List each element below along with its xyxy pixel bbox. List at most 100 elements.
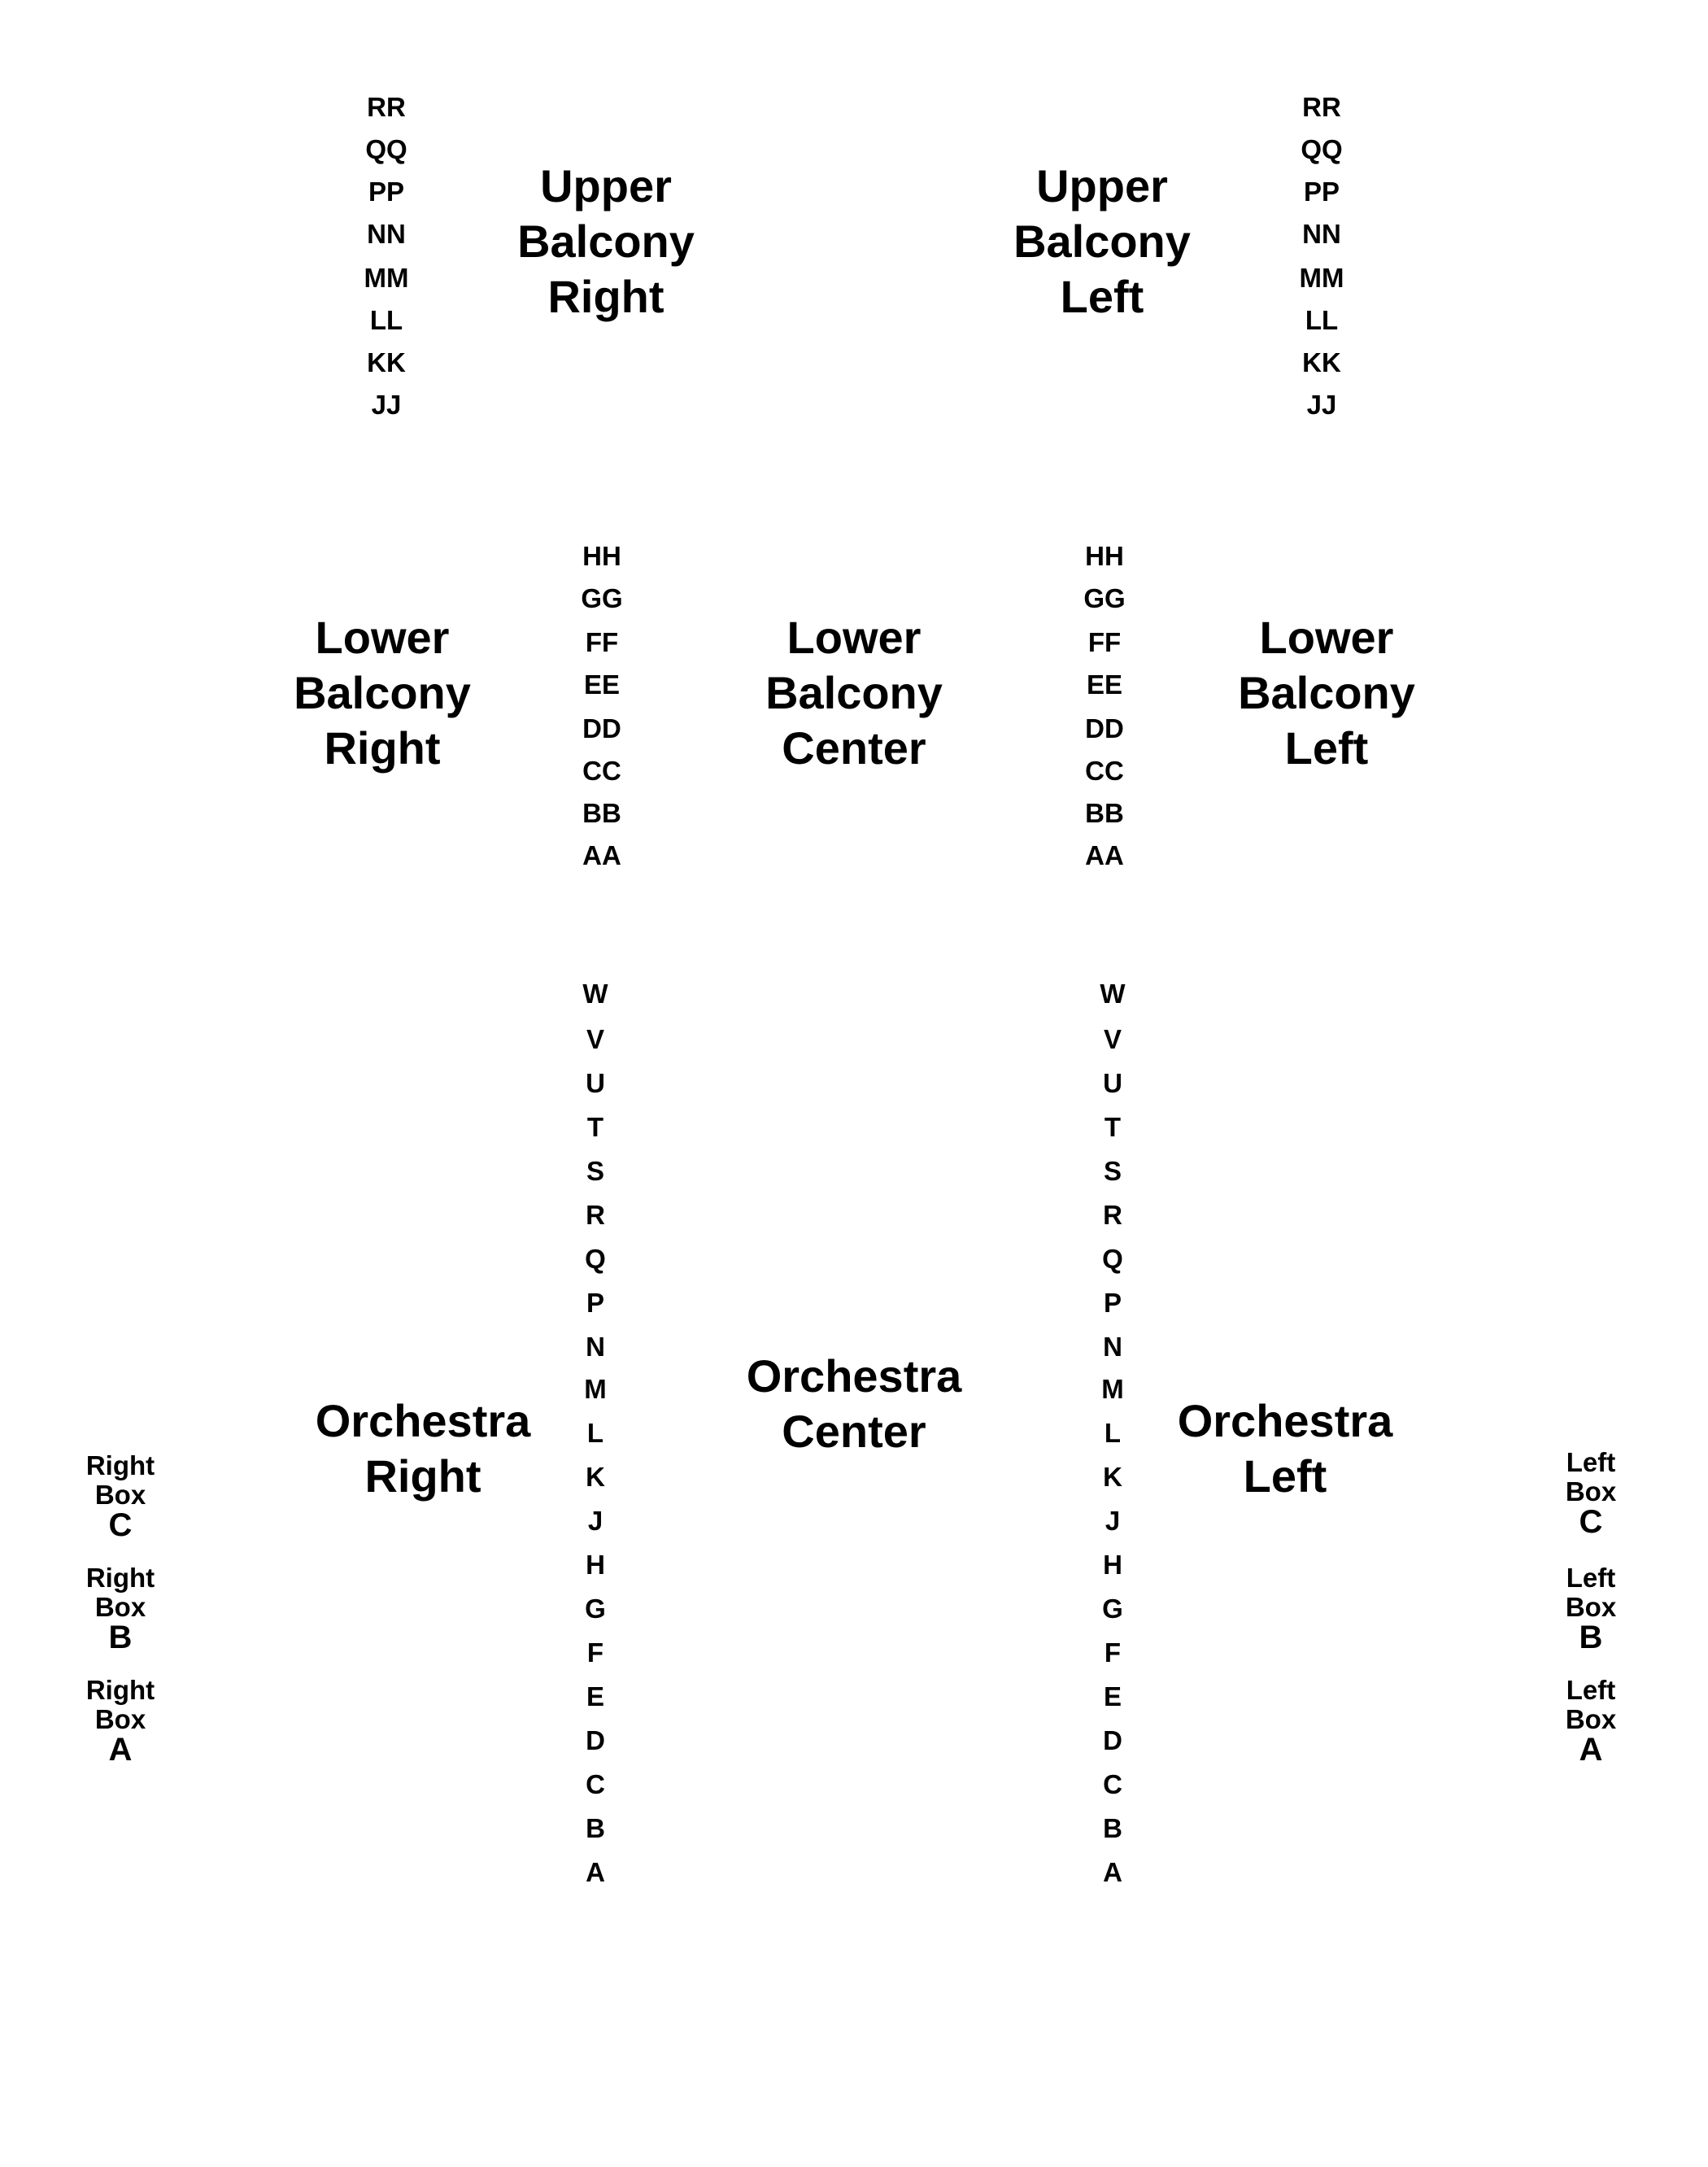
box-word-label: Box — [94, 1592, 146, 1622]
row-letter: C — [586, 1769, 605, 1799]
row-letter: T — [1104, 1112, 1122, 1142]
row-letter: F — [586, 1637, 604, 1668]
row-letter: A — [1103, 1857, 1122, 1887]
row-letter: C — [1103, 1769, 1122, 1799]
row-letter: JJ — [1306, 390, 1337, 420]
row-letter: NN — [1302, 219, 1341, 249]
row-letter: U — [586, 1068, 605, 1098]
row-letter: H — [586, 1550, 605, 1580]
box-letter-label: C — [1579, 1504, 1603, 1540]
row-letter: L — [1104, 1418, 1122, 1448]
row-letter: JJ — [371, 390, 402, 420]
box-letter-label: C — [108, 1507, 133, 1543]
row-letter: E — [1103, 1681, 1122, 1711]
box-side-label: Right — [85, 1675, 155, 1705]
section-label-line: Right — [364, 1450, 481, 1502]
lower-balcony-left-label: Lower Balcony Left — [1217, 610, 1436, 776]
row-letter: P — [586, 1288, 604, 1318]
row-letter: R — [1103, 1200, 1122, 1230]
section-label-line: Upper — [540, 160, 672, 211]
box-word-label: Box — [1565, 1704, 1617, 1734]
section-label-line: Lower — [1259, 612, 1394, 663]
box-side-label: Right — [85, 1450, 155, 1480]
right-box-a[interactable]: Right Box A — [55, 1675, 185, 1768]
box-side-label: Left — [1566, 1563, 1616, 1593]
row-letter: M — [584, 1374, 607, 1404]
section-label-line: Orchestra — [315, 1395, 531, 1446]
row-letter: V — [1103, 1024, 1122, 1054]
row-letter: HH — [1085, 541, 1124, 571]
row-letter: QQ — [365, 134, 407, 164]
right-box-c[interactable]: Right Box C — [55, 1450, 185, 1543]
section-label-line: Center — [782, 1406, 926, 1457]
row-letter: V — [586, 1024, 604, 1054]
row-letter: AA — [1085, 840, 1124, 870]
box-letter-label: B — [108, 1620, 133, 1655]
row-letter: N — [1103, 1332, 1122, 1362]
row-letter: D — [586, 1725, 605, 1755]
section-label-line: Balcony — [765, 667, 943, 718]
section-label-line: Left — [1243, 1450, 1327, 1502]
row-letter: FF — [1087, 627, 1122, 657]
row-letter: AA — [582, 840, 621, 870]
row-letter: EE — [583, 669, 621, 700]
row-letter: S — [1103, 1156, 1122, 1186]
section-label-line: Left — [1060, 271, 1144, 322]
row-letter: A — [586, 1857, 605, 1887]
left-box-c[interactable]: Left Box C — [1526, 1447, 1656, 1540]
row-letter: CC — [582, 756, 621, 786]
row-letter: Q — [585, 1244, 606, 1274]
row-letter: DD — [1085, 713, 1124, 743]
row-letter: KK — [367, 347, 406, 377]
row-letter: DD — [582, 713, 621, 743]
box-side-label: Left — [1566, 1447, 1616, 1477]
row-letter: MM — [1299, 263, 1344, 293]
section-label-line: Left — [1284, 722, 1369, 774]
row-letter: G — [585, 1594, 606, 1624]
right-box-b[interactable]: Right Box B — [55, 1563, 185, 1655]
lower-balcony-right-label: Lower Balcony Right — [272, 610, 492, 776]
section-label-line: Balcony — [294, 667, 471, 718]
upper-balcony-left-label: Upper Balcony Left — [992, 159, 1212, 325]
row-letter: D — [1103, 1725, 1122, 1755]
row-letter: F — [1104, 1637, 1122, 1668]
row-letter: KK — [1302, 347, 1341, 377]
box-letter-label: A — [108, 1732, 133, 1768]
row-letter: R — [586, 1200, 605, 1230]
section-label-line: Center — [782, 722, 926, 774]
box-side-label: Left — [1566, 1675, 1616, 1705]
orchestra-left-label: Orchestra Left — [1163, 1393, 1407, 1504]
row-letter: CC — [1085, 756, 1124, 786]
row-letter: M — [1101, 1374, 1124, 1404]
row-letter: E — [586, 1681, 604, 1711]
box-word-label: Box — [94, 1480, 146, 1510]
orchestra-right-label: Orchestra Right — [301, 1393, 545, 1504]
left-box-a[interactable]: Left Box A — [1526, 1675, 1656, 1767]
lower-balcony-center-label: Lower Balcony Center — [744, 610, 964, 776]
section-label-line: Lower — [786, 612, 922, 663]
row-letter: PP — [1303, 177, 1340, 207]
box-word-label: Box — [1565, 1592, 1617, 1622]
section-label-line: Balcony — [517, 216, 695, 267]
left-box-b[interactable]: Left Box B — [1526, 1563, 1656, 1655]
row-letter: NN — [367, 219, 406, 249]
row-letter: J — [587, 1506, 603, 1536]
row-letter: N — [586, 1332, 605, 1362]
orchestra-center-label: Orchestra Center — [732, 1349, 976, 1459]
section-label-line: Right — [547, 271, 664, 322]
row-letter: RR — [367, 92, 406, 122]
section-label-line: Right — [324, 722, 441, 774]
row-letter: B — [1103, 1813, 1122, 1843]
row-letter: PP — [368, 177, 405, 207]
row-letter: GG — [1083, 583, 1126, 613]
row-letter: QQ — [1301, 134, 1343, 164]
row-letter: T — [586, 1112, 604, 1142]
row-letter: LL — [1305, 305, 1339, 335]
row-letter: L — [586, 1418, 604, 1448]
row-letter: W — [1100, 979, 1126, 1009]
section-label-line: Upper — [1036, 160, 1168, 211]
row-letter: EE — [1086, 669, 1123, 700]
section-label-line: Balcony — [1013, 216, 1191, 267]
row-letter: J — [1105, 1506, 1121, 1536]
